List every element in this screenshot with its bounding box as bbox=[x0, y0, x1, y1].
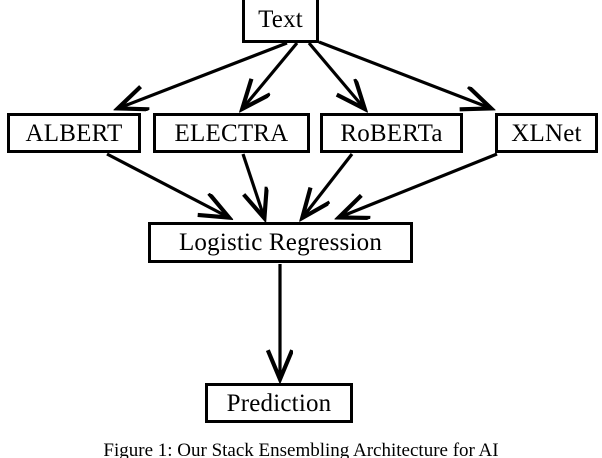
node-logistic-regression[interactable]: Logistic Regression bbox=[148, 222, 413, 263]
node-electra[interactable]: ELECTRA bbox=[153, 113, 310, 153]
node-logistic-regression-label: Logistic Regression bbox=[178, 229, 383, 256]
node-roberta[interactable]: RoBERTa bbox=[320, 113, 463, 153]
edge-electra-to-logreg bbox=[241, 153, 264, 217]
node-xlnet[interactable]: XLNet bbox=[495, 113, 598, 153]
edge-text-to-xlnet bbox=[318, 40, 490, 108]
node-text-label: Text bbox=[258, 6, 303, 33]
edge-xlnet-to-logreg bbox=[340, 152, 498, 217]
node-roberta-label: RoBERTa bbox=[340, 119, 443, 147]
edge-text-to-electra bbox=[243, 41, 299, 108]
node-prediction[interactable]: Prediction bbox=[205, 383, 353, 423]
figure-caption: Figure 1: Our Stack Ensembling Architect… bbox=[103, 440, 499, 458]
edge-text-to-roberta bbox=[307, 41, 364, 108]
edge-roberta-to-logreg bbox=[303, 153, 354, 217]
node-text[interactable]: Text bbox=[242, 0, 319, 43]
edge-text-to-albert bbox=[119, 41, 288, 108]
node-prediction-label: Prediction bbox=[226, 389, 332, 417]
node-albert-label: ALBERT bbox=[25, 119, 123, 147]
node-albert[interactable]: ALBERT bbox=[7, 113, 141, 153]
edge-albert-to-logreg bbox=[106, 152, 228, 217]
node-electra-label: ELECTRA bbox=[174, 119, 289, 147]
node-xlnet-label: XLNet bbox=[511, 119, 582, 147]
